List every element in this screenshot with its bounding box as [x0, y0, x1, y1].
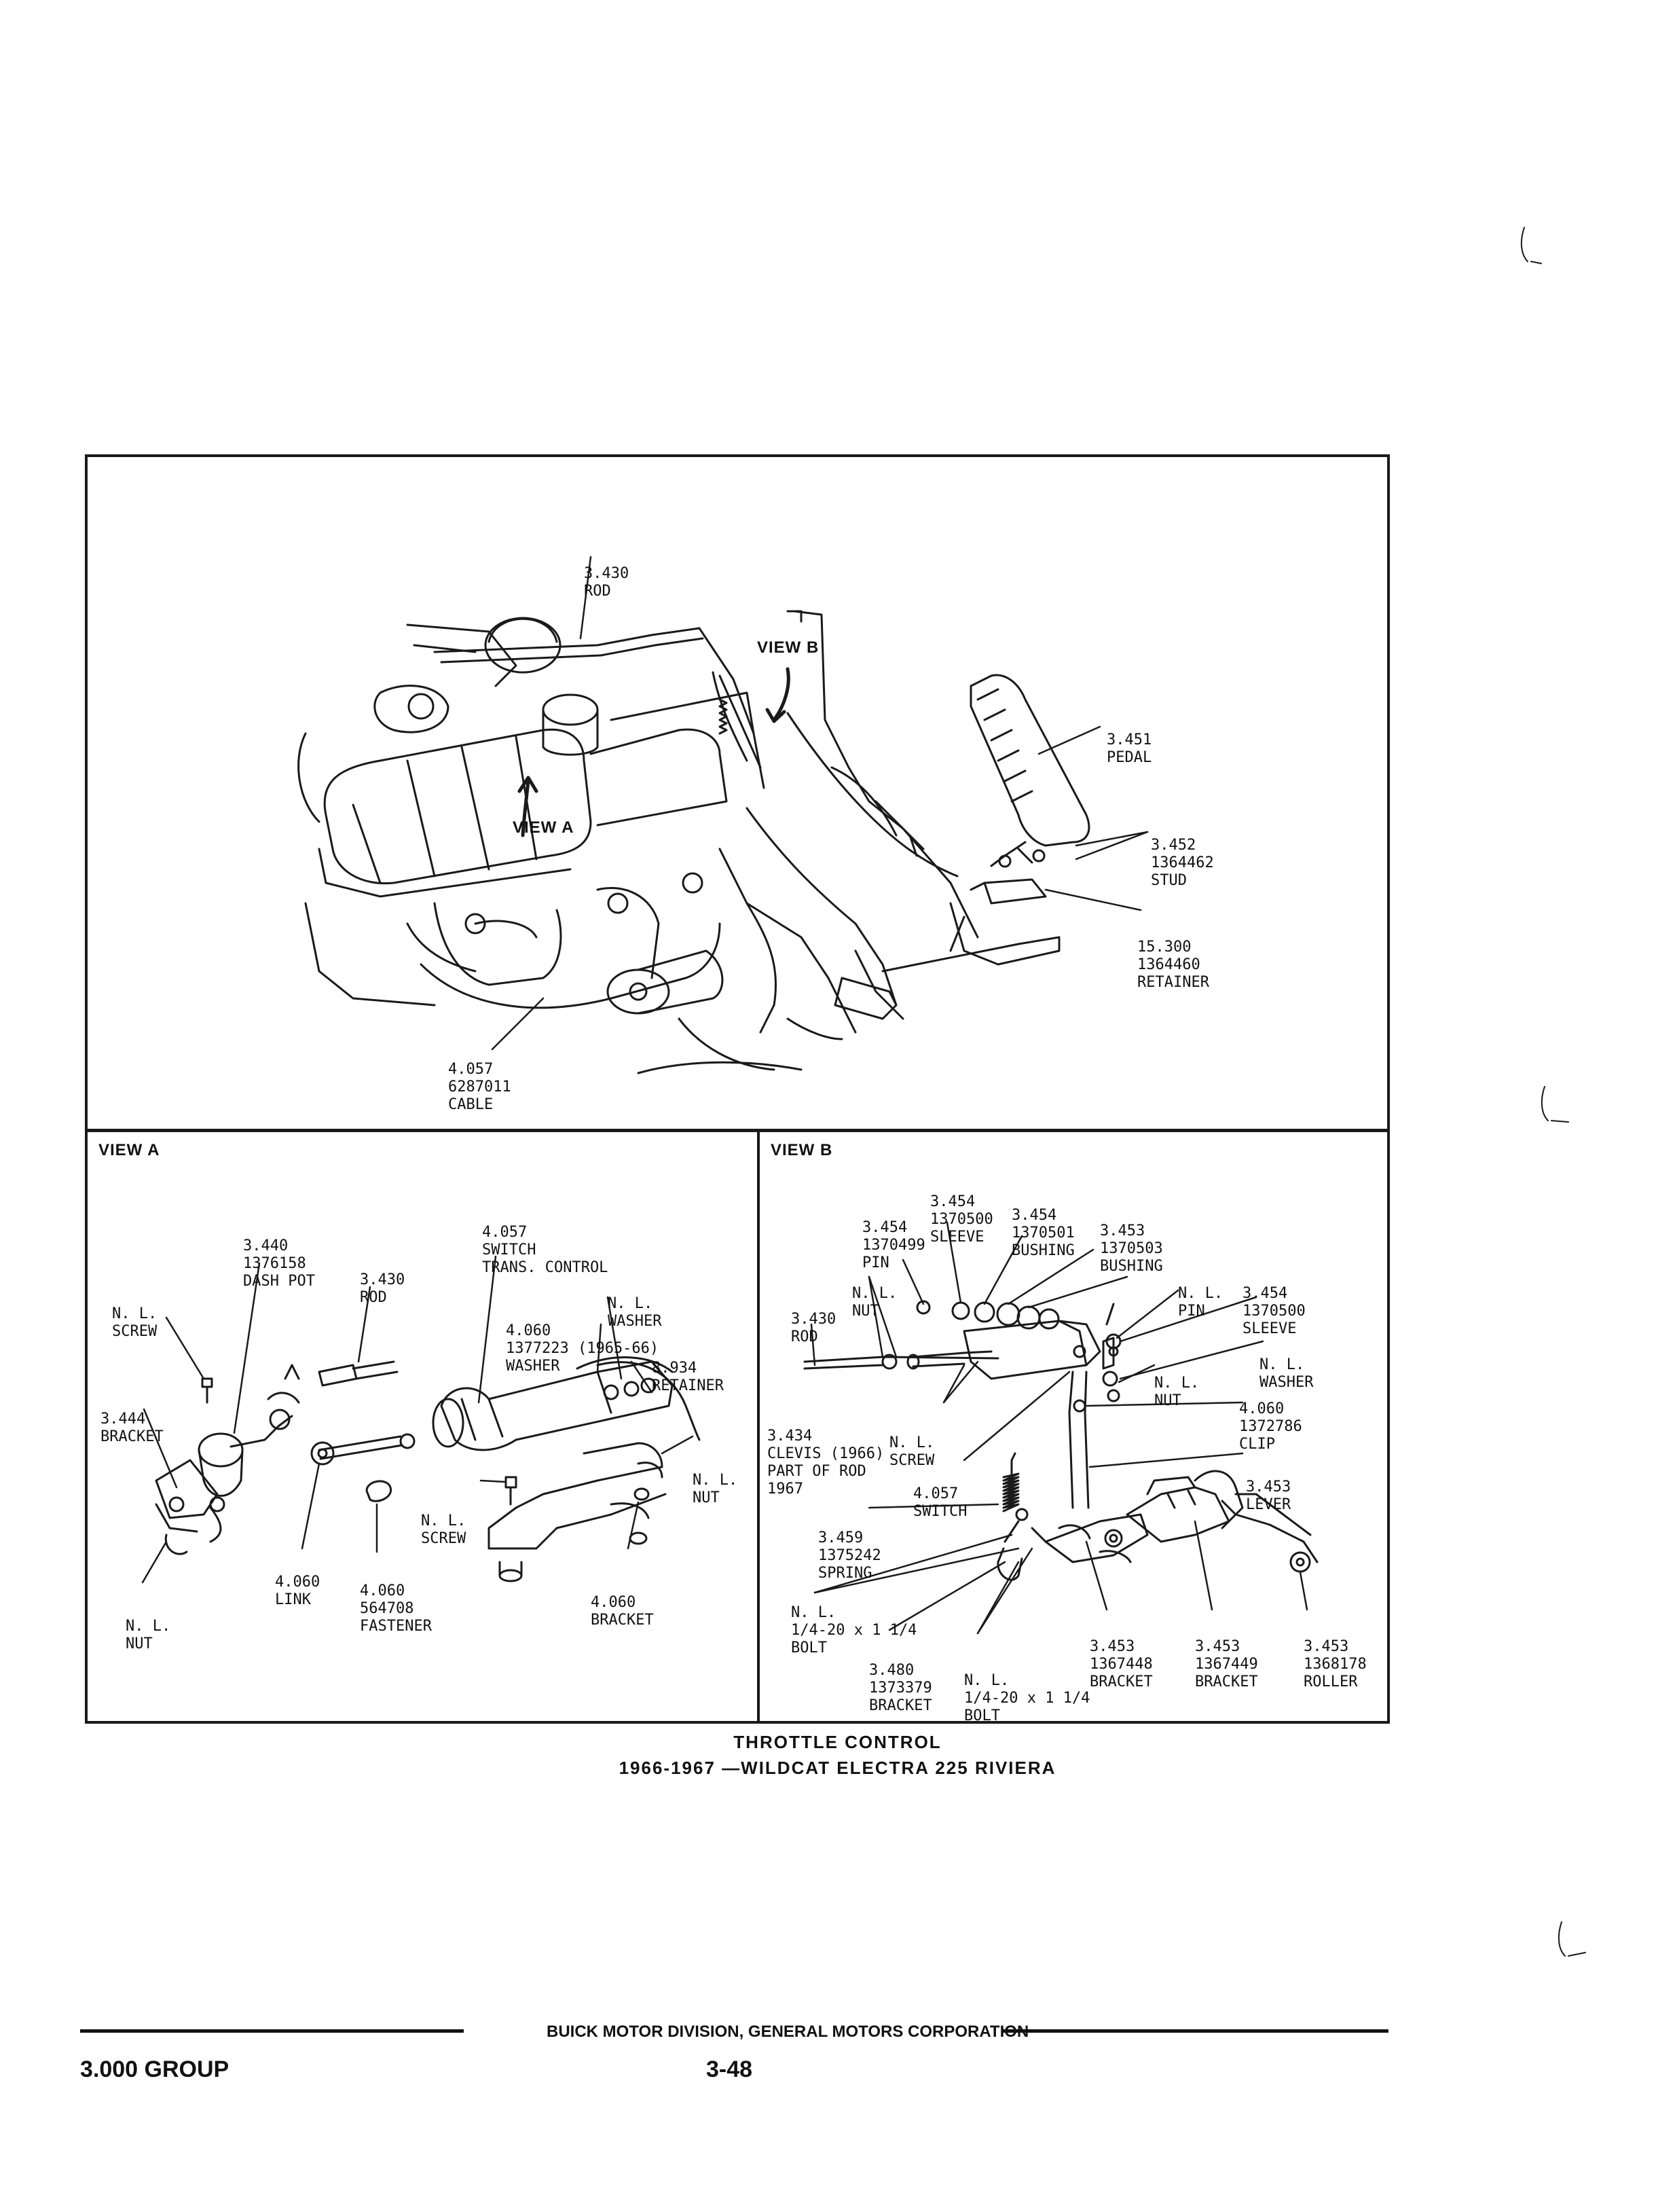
- figure-caption-models: 1966-1967 —WILDCAT ELECTRA 225 RIVIERA: [619, 1758, 1056, 1778]
- engine-drawing: [297, 617, 857, 1074]
- callout-a-nut-nl-right: N. L.NUT: [693, 1472, 738, 1506]
- view-a-arrow-label: VIEW A: [513, 818, 574, 837]
- callout-a-nut-nl-left: N. L.NUT: [126, 1618, 171, 1652]
- view-b-arrow: [765, 667, 790, 723]
- view-a-title: VIEW A: [98, 1141, 160, 1159]
- view-a-drawing: [155, 1356, 701, 1582]
- footer-group: 3.000 GROUP: [80, 2056, 229, 2082]
- figure-caption-title: THROTTLE CONTROL: [733, 1732, 942, 1752]
- view-a-leaders: [141, 1255, 694, 1584]
- view-b-drawing: [803, 1300, 1319, 1581]
- view-a-arrow: [517, 776, 538, 837]
- accelerator-pedal-drawing: [949, 674, 1090, 966]
- view-b-title: VIEW B: [771, 1141, 833, 1159]
- callout-b-screw-nl: N. L.SCREW: [889, 1434, 935, 1469]
- binding-mark-mid: [1541, 1086, 1569, 1123]
- binding-mark-top: [1520, 227, 1542, 264]
- firewall-drawing: [746, 610, 1061, 1020]
- callout-a-screw-nl-center: N. L.SCREW: [421, 1512, 466, 1547]
- view-b-arrow-label: VIEW B: [757, 638, 820, 657]
- footer-page-number: 3-48: [706, 2056, 753, 2082]
- binding-mark-bottom: [1558, 1921, 1586, 1957]
- callout-b-washer-nl: N. L.WASHER: [1259, 1356, 1314, 1391]
- callout-b-pin-nl: N. L.PIN: [1178, 1285, 1223, 1320]
- view-b-panel: [757, 1129, 1390, 1724]
- callout-a-washer-nl: N. L.WASHER: [608, 1295, 662, 1330]
- callout-b-nut-nl-top: N. L.NUT: [852, 1285, 898, 1320]
- callout-a-screw-nl-left: N. L.SCREW: [112, 1305, 158, 1340]
- view-b-bracket: [786, 610, 803, 623]
- callout-b-nut-nl-right: N. L.NUT: [1154, 1375, 1200, 1409]
- main-view-leaders: [491, 556, 1149, 1051]
- footer-rule-left: [80, 2029, 464, 2033]
- view-b-leaders: [810, 1221, 1308, 1635]
- footer-corporation: BUICK MOTOR DIVISION, GENERAL MOTORS COR…: [547, 2023, 1029, 2041]
- footer-rule-right: [1001, 2029, 1388, 2033]
